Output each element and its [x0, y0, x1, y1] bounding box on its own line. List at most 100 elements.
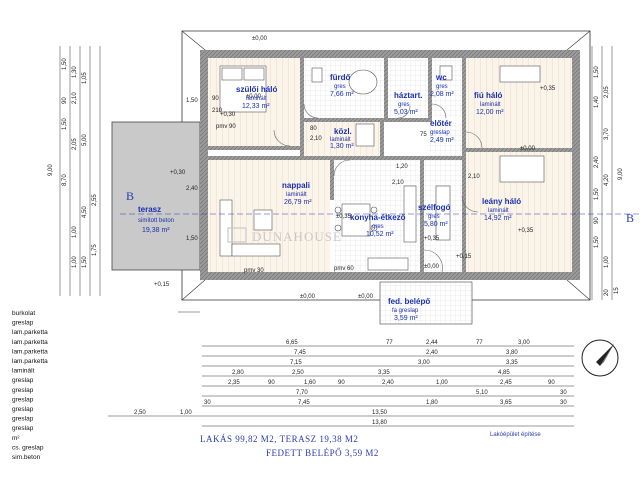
svg-text:1,80: 1,80 [426, 400, 438, 406]
svg-text:2,50: 2,50 [292, 370, 304, 376]
svg-text:4,20: 4,20 [604, 174, 610, 186]
svg-text:2,40: 2,40 [426, 350, 438, 356]
room-konyha-etkezo: konyha-étkező gres 10,52 m² [350, 213, 406, 238]
svg-text:4,85: 4,85 [498, 370, 510, 376]
svg-text:90: 90 [212, 96, 219, 102]
svg-text:2,05: 2,05 [604, 86, 610, 98]
finish-legend: burkolatgreslaplam.parkettalam.parkettal… [12, 310, 48, 461]
legend-row: greslap [12, 406, 34, 413]
room-furdo: fürdő gres 7,66 m² [330, 73, 354, 98]
svg-text:7,15: 7,15 [290, 360, 302, 366]
opening-labels: 90 210 pmv 90 pmv 30 pmv 60 1,20 2,10 80… [186, 96, 480, 274]
svg-text:2,35: 2,35 [228, 380, 240, 386]
legend-row: m² [12, 435, 20, 442]
svg-text:8,70: 8,70 [62, 174, 68, 186]
left-dimension-labels: 9,00 1,50 1,30 1,05 2,10 90 1,50 5,00 2,… [48, 58, 98, 268]
svg-text:210: 210 [212, 108, 223, 114]
svg-text:szélfogó: szélfogó [418, 203, 451, 212]
svg-text:1,50: 1,50 [594, 188, 600, 200]
svg-text:2,45: 2,45 [500, 380, 512, 386]
svg-text:6,65: 6,65 [286, 340, 298, 346]
svg-text:pmv 60: pmv 60 [334, 266, 354, 272]
svg-text:1,50: 1,50 [186, 98, 198, 104]
legend-row: greslap [12, 416, 34, 423]
svg-text:±0,00: ±0,00 [358, 294, 374, 300]
svg-text:1,75: 1,75 [92, 244, 98, 256]
legend-row: lam.parketta [12, 358, 48, 365]
summary-line-2: FEDETT BELÉPŐ 3,59 M2 [266, 448, 379, 458]
room-nappali: nappali laminált 26,79 m² [282, 181, 312, 206]
svg-text:7,45: 7,45 [298, 400, 310, 406]
svg-text:3,65: 3,65 [500, 400, 512, 406]
svg-text:+0,15: +0,15 [154, 282, 170, 288]
svg-text:1,00: 1,00 [604, 256, 610, 268]
project-note: Lakóépület építése [490, 432, 541, 438]
room-labels: szülői háló laminált 12,33 m² fürdő gres… [138, 73, 521, 322]
interior-walls [208, 58, 572, 272]
svg-text:±0,00: ±0,00 [300, 294, 316, 300]
legend-row: lam.parketta [12, 329, 48, 336]
legend-row: sim.beton [12, 454, 41, 461]
right-dimension-chain [591, 46, 613, 300]
svg-text:közl.: közl. [334, 127, 352, 136]
svg-text:13,50: 13,50 [372, 410, 388, 416]
room-szelfogo: szélfogó gres 5,80 m² [418, 203, 451, 228]
legend-row: lam.parketta [12, 348, 48, 355]
svg-text:simított beton: simított beton [138, 218, 174, 224]
svg-text:előtér: előtér [430, 119, 452, 128]
watermark: DUNAHOUSE [227, 227, 341, 244]
section-mark-right: B [626, 211, 634, 225]
section-line: B B [120, 189, 640, 225]
room-kozl: közl. laminált 1,30 m² [330, 127, 354, 150]
svg-text:2,40: 2,40 [186, 186, 198, 192]
svg-text:fürdő: fürdő [330, 73, 351, 82]
svg-text:3,59 m²: 3,59 m² [394, 315, 418, 322]
svg-text:2,80: 2,80 [232, 370, 244, 376]
svg-text:1,00: 1,00 [180, 410, 192, 416]
svg-text:2,05: 2,05 [72, 138, 78, 150]
svg-text:2,55: 2,55 [92, 194, 98, 206]
svg-text:2,08 m²: 2,08 m² [430, 91, 454, 98]
svg-text:fiú háló: fiú háló [474, 91, 503, 100]
svg-text:7,45: 7,45 [294, 350, 306, 356]
legend-row: greslap [12, 425, 34, 432]
bottom-dimension-labels: 6,65 77 2,44 77 3,00 7,45 2,40 3,80 7,15… [134, 340, 567, 426]
svg-text:26,79 m²: 26,79 m² [284, 199, 312, 206]
level-top: ±0,00 [252, 36, 268, 42]
room-wc: wc gres 2,08 m² [430, 73, 454, 98]
svg-text:30: 30 [560, 400, 567, 406]
svg-text:+0,35: +0,35 [518, 228, 534, 234]
svg-text:terasz: terasz [138, 205, 161, 214]
room-szuloi-halo: szülői háló laminált 12,33 m² [236, 85, 277, 110]
svg-text:laminált: laminált [488, 208, 509, 214]
svg-text:szülői háló: szülői háló [236, 85, 277, 94]
svg-text:2,10: 2,10 [468, 174, 480, 180]
svg-text:háztart.: háztart. [394, 91, 422, 100]
svg-text:3,00: 3,00 [418, 360, 430, 366]
svg-text:90: 90 [548, 380, 555, 386]
svg-text:3,00: 3,00 [518, 340, 530, 346]
svg-text:20: 20 [604, 289, 610, 296]
svg-text:2,10: 2,10 [72, 92, 78, 104]
svg-text:1,60: 1,60 [304, 380, 316, 386]
svg-text:4,50: 4,50 [82, 206, 88, 218]
svg-text:77: 77 [386, 340, 393, 346]
svg-text:12,33 m²: 12,33 m² [242, 103, 270, 110]
svg-text:fed. belépő: fed. belépő [388, 297, 430, 306]
svg-text:fa greslap: fa greslap [392, 308, 419, 314]
legend-row: greslap [12, 387, 34, 394]
svg-text:1,50: 1,50 [594, 66, 600, 78]
room-fiu-halo: fiú háló laminált 12,00 m² [474, 91, 504, 116]
svg-text:5,00: 5,00 [82, 134, 88, 146]
svg-text:7,66 m²: 7,66 m² [330, 91, 354, 98]
svg-text:+0,30: +0,30 [220, 112, 236, 118]
svg-text:2,40: 2,40 [594, 156, 600, 168]
svg-text:gres: gres [372, 224, 384, 230]
svg-text:pmv 90: pmv 90 [216, 124, 236, 130]
svg-text:±0,00: ±0,00 [246, 94, 262, 100]
svg-text:±0,00: ±0,00 [424, 264, 440, 270]
svg-text:1,50: 1,50 [62, 118, 68, 130]
svg-text:1,50: 1,50 [186, 236, 198, 242]
svg-text:90: 90 [268, 380, 275, 386]
